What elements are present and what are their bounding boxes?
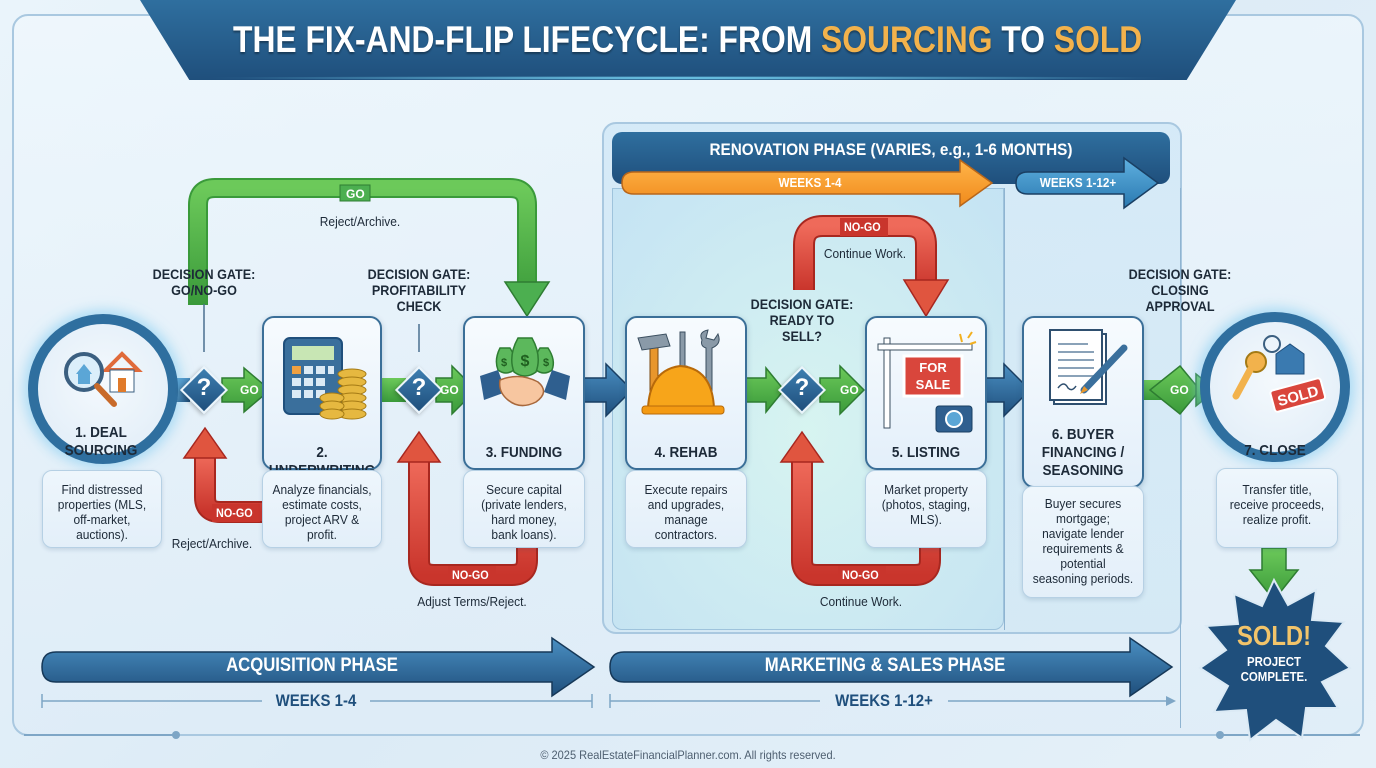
weeks-orange-arrow bbox=[621, 158, 994, 208]
nogo-note-2: Adjust Terms/Reject. bbox=[417, 594, 527, 609]
go-label-4: GO bbox=[1170, 383, 1189, 397]
nogo-note-top: Continue Work. bbox=[823, 246, 907, 261]
marketing-phase-arrow bbox=[609, 636, 1174, 698]
nogo-label-2: NO-GO bbox=[452, 568, 489, 582]
go-loop-label: GO bbox=[346, 187, 365, 201]
go-arrow-3 bbox=[819, 364, 866, 416]
step-1-circle[interactable] bbox=[28, 314, 178, 464]
go-arrow-1 bbox=[221, 366, 272, 414]
frame-accent-dot bbox=[172, 731, 180, 739]
step-7-description: Transfer title,receive proceeds,realize … bbox=[1229, 482, 1325, 527]
question-icon: ? bbox=[411, 374, 427, 401]
step-3-desc-box bbox=[463, 470, 585, 548]
question-icon: ? bbox=[196, 374, 212, 401]
step-6-desc-box bbox=[1022, 486, 1144, 598]
step-4-desc-box bbox=[625, 470, 747, 548]
banner-glow bbox=[200, 76, 1176, 80]
nogo-badge-top bbox=[840, 218, 888, 236]
nogo-badge-3 bbox=[838, 566, 886, 584]
acquisition-weeks: WEEKS 1-4 bbox=[275, 691, 357, 710]
step-2-description: Analyze financials,estimate costs,projec… bbox=[272, 482, 372, 542]
step-3-title: 3. FUNDING bbox=[485, 444, 563, 461]
nogo-note-1: Reject/Archive. bbox=[171, 536, 253, 551]
go-loop-arrowhead bbox=[503, 281, 551, 318]
nogo-label-top: NO-GO bbox=[844, 220, 881, 234]
calculator-coins-icon bbox=[283, 337, 367, 420]
acquisition-phase-arrow bbox=[41, 636, 596, 698]
gate-line-closing bbox=[1180, 300, 1181, 540]
magnifier-house-icon bbox=[64, 351, 143, 407]
step-5-description: Market property(photos, staging,MLS). bbox=[881, 482, 971, 527]
flow-arrow-5-6 bbox=[985, 362, 1032, 418]
go-label-3: GO bbox=[840, 383, 859, 397]
question-icon: ? bbox=[794, 374, 810, 401]
step-7-title: 7. CLOSE bbox=[1244, 442, 1306, 459]
title-banner: THE FIX-AND-FLIP LIFECYCLE: FROM SOURCIN… bbox=[140, 0, 1236, 80]
tools-hardhat-icon bbox=[637, 329, 725, 415]
marketing-phase-label: MARKETING & SALES PHASE bbox=[764, 655, 1006, 676]
svg-text:$: $ bbox=[543, 357, 549, 369]
step-3-description: Secure capital(private lenders,hard mone… bbox=[481, 482, 567, 542]
nogo-badge-2 bbox=[448, 566, 496, 584]
step-5-desc-box bbox=[865, 470, 987, 548]
sold-headline: SOLD! bbox=[1236, 620, 1312, 651]
reno-weeks-primary: WEEKS 1-4 bbox=[778, 175, 842, 190]
go-label-2: GO bbox=[440, 383, 459, 397]
step-5-title: 5. LISTING bbox=[891, 444, 961, 461]
step-1-desc-box bbox=[42, 470, 162, 548]
nogo-badge-1 bbox=[212, 504, 260, 522]
nogo-label-3: NO-GO bbox=[842, 568, 879, 582]
weeks-blue-arrow bbox=[1015, 156, 1160, 210]
sign-text-sale: SALE bbox=[916, 377, 951, 392]
sign-text-for: FOR bbox=[919, 360, 947, 375]
go-diamond-closing bbox=[1148, 364, 1201, 416]
gate-1-label: DECISION GATE:GO/NO-GO bbox=[152, 266, 256, 298]
step-7-desc-box bbox=[1216, 468, 1338, 548]
keys-sold-icon: SOLD bbox=[1232, 335, 1327, 413]
svg-text:$: $ bbox=[521, 353, 530, 370]
page-title: THE FIX-AND-FLIP LIFECYCLE: FROM SOURCIN… bbox=[233, 19, 1143, 60]
frame-accent-line-right bbox=[1220, 734, 1360, 736]
reno-weeks-secondary: WEEKS 1-12+ bbox=[1039, 175, 1117, 190]
step-4-title: 4. REHAB bbox=[654, 444, 718, 461]
flow-arrow-3-4 bbox=[583, 362, 634, 418]
go-loop-note: Reject/Archive. bbox=[319, 214, 401, 229]
flow-arrow-4-gate bbox=[745, 365, 785, 415]
frame-accent-dot-right bbox=[1216, 731, 1224, 739]
handshake-money-icon: $ $ $ bbox=[480, 337, 570, 407]
copyright-footer: © 2025 RealEstateFinancialPlanner.com. A… bbox=[540, 748, 836, 762]
contract-pen-icon bbox=[1049, 329, 1128, 405]
frame-accent-line bbox=[24, 734, 174, 736]
step-2-desc-box bbox=[262, 470, 382, 548]
nogo-label-1: NO-GO bbox=[216, 506, 253, 520]
for-sale-sign-icon: FOR SALE bbox=[877, 331, 977, 433]
sold-starburst bbox=[1198, 577, 1352, 742]
go-label-1: GO bbox=[240, 383, 259, 397]
marketing-weeks: WEEKS 1-12+ bbox=[835, 691, 933, 710]
nogo-note-3: Continue Work. bbox=[819, 594, 903, 609]
svg-text:$: $ bbox=[501, 357, 507, 369]
acquisition-phase-label: ACQUISITION PHASE bbox=[226, 655, 398, 676]
renovation-phase-title: RENOVATION PHASE (VARIES, e.g., 1-6 MONT… bbox=[709, 140, 1073, 159]
close-to-sold-arrow bbox=[1248, 547, 1300, 602]
